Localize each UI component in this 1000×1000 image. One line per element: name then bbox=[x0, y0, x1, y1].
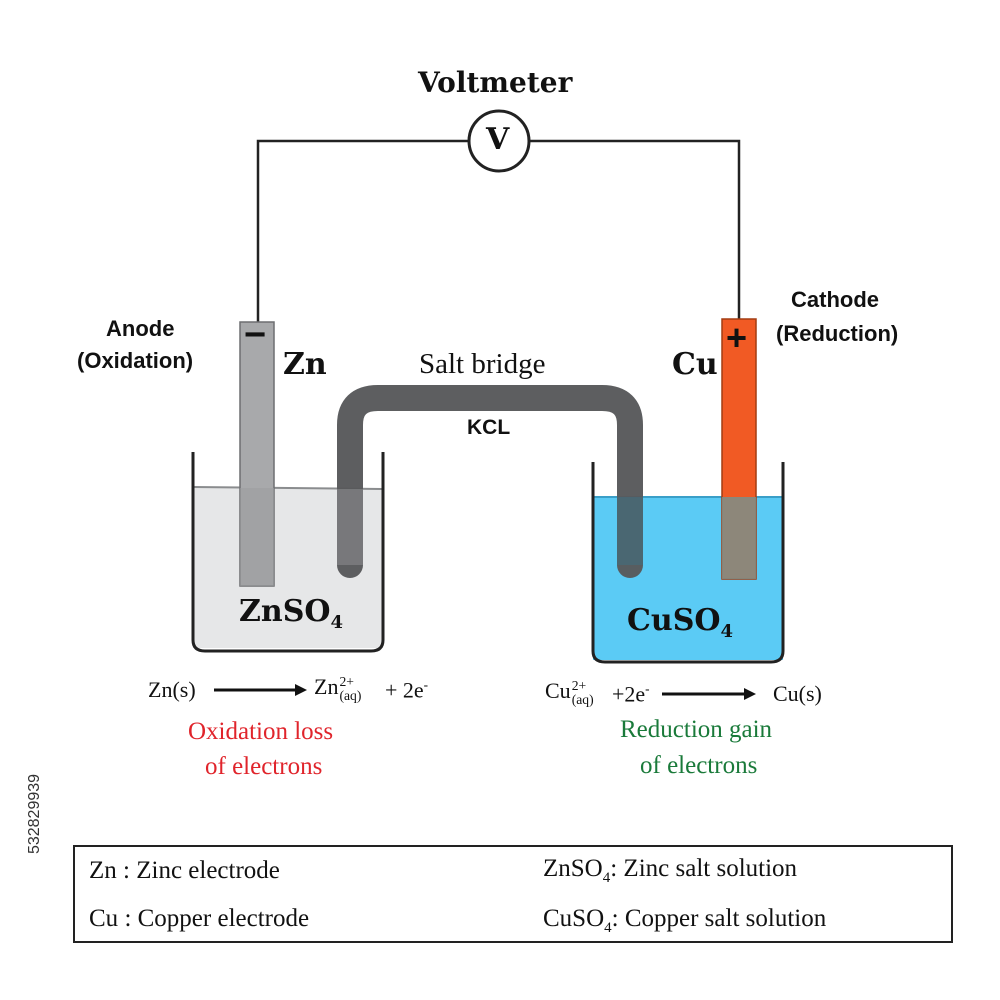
oxidation-arrowhead bbox=[295, 684, 307, 696]
right-reactant-sup: 2+ bbox=[571, 678, 587, 694]
legend-cuso4-value: : Copper salt solution bbox=[611, 905, 827, 932]
legend-zn-key: Zn bbox=[89, 857, 117, 884]
salt-bridge-right-submerged bbox=[617, 497, 643, 565]
legend-cuso4: CuSO4: Copper salt solution bbox=[543, 905, 826, 937]
left-beaker bbox=[191, 452, 385, 653]
left-product-sup: 2+ bbox=[339, 674, 354, 690]
right-reactant-sub: (aq) bbox=[571, 691, 594, 707]
legend-cu-key: Cu bbox=[89, 905, 119, 932]
legend-cu-value: : Copper electrode bbox=[124, 905, 310, 932]
right-reaction-electrons: +2e- bbox=[612, 681, 650, 707]
left-solution-label: ZnSO4 bbox=[239, 594, 343, 633]
reduction-arrowhead bbox=[744, 688, 756, 700]
legend-cuso4-sub: 4 bbox=[604, 920, 612, 936]
right-solution-name: CuSO bbox=[627, 603, 721, 638]
left-product-base: Zn bbox=[314, 674, 339, 699]
anode-label-line2: (Oxidation) bbox=[77, 348, 194, 373]
cathode-label-line1: Cathode bbox=[791, 287, 879, 312]
right-beaker bbox=[591, 462, 785, 664]
legend-cuso4-key: CuSO bbox=[543, 905, 605, 932]
reduction-caption-line1: Reduction gain bbox=[620, 716, 773, 743]
anode-sign: − bbox=[244, 314, 267, 356]
legend-znso4-value: : Zinc salt solution bbox=[610, 855, 798, 882]
anode-label-line1: Anode bbox=[106, 316, 175, 341]
salt-bridge-label: Salt bridge bbox=[419, 348, 546, 380]
left-solution-name: ZnSO bbox=[239, 594, 331, 629]
circuit-wire-right bbox=[530, 139, 741, 320]
cathode-label-line2: (Reduction) bbox=[776, 321, 899, 346]
left-product-sub: (aq) bbox=[339, 687, 362, 703]
copper-electrode-submerged bbox=[722, 497, 756, 579]
legend-znso4-key: ZnSO bbox=[543, 855, 603, 882]
oxidation-caption-line2: of electrons bbox=[205, 753, 323, 780]
voltmeter-title: Voltmeter bbox=[418, 66, 573, 99]
legend-znso4-sub: 4 bbox=[602, 870, 611, 886]
zinc-electrode-submerged bbox=[240, 488, 274, 586]
right-reactant-base: Cu bbox=[545, 678, 571, 703]
right-electrons-text: +2e bbox=[612, 681, 646, 707]
salt-bridge-tube bbox=[337, 385, 643, 578]
legend-cu: Cu : Copper electrode bbox=[89, 905, 309, 933]
voltmeter-symbol: V bbox=[486, 122, 510, 157]
left-reaction-electrons: + 2e- bbox=[385, 677, 428, 703]
left-solution-subscript: 4 bbox=[330, 612, 344, 633]
legend-zn: Zn : Zinc electrode bbox=[89, 857, 280, 885]
oxidation-caption-line1: Oxidation loss bbox=[188, 718, 334, 745]
reduction-caption-line2: of electrons bbox=[640, 752, 758, 779]
side-id-text: 532829939 bbox=[26, 773, 43, 855]
voltmeter-circle bbox=[467, 109, 531, 173]
right-electrons-sup: - bbox=[645, 681, 650, 696]
anode-element-label: Zn bbox=[283, 347, 327, 382]
circuit-wire bbox=[256, 139, 470, 322]
legend-box: Zn : Zinc electrode Cu : Copper electrod… bbox=[73, 845, 953, 943]
right-solution-subscript: 4 bbox=[720, 621, 734, 642]
legend-znso4: ZnSO4: Zinc salt solution bbox=[543, 855, 797, 887]
right-reaction-product: Cu(s) bbox=[773, 681, 822, 706]
legend-zn-value: : Zinc electrode bbox=[123, 857, 280, 884]
left-reaction-reactant: Zn(s) bbox=[148, 677, 196, 702]
right-solution-label: CuSO4 bbox=[627, 603, 733, 642]
salt-bridge-left-submerged bbox=[337, 489, 363, 565]
cathode-sign: + bbox=[726, 317, 748, 358]
left-electrons-sup: - bbox=[423, 677, 429, 692]
salt-bridge-compound: KCL bbox=[467, 416, 511, 439]
cathode-element-label: Cu bbox=[672, 347, 718, 382]
left-electrons-text: + 2e bbox=[385, 677, 424, 703]
